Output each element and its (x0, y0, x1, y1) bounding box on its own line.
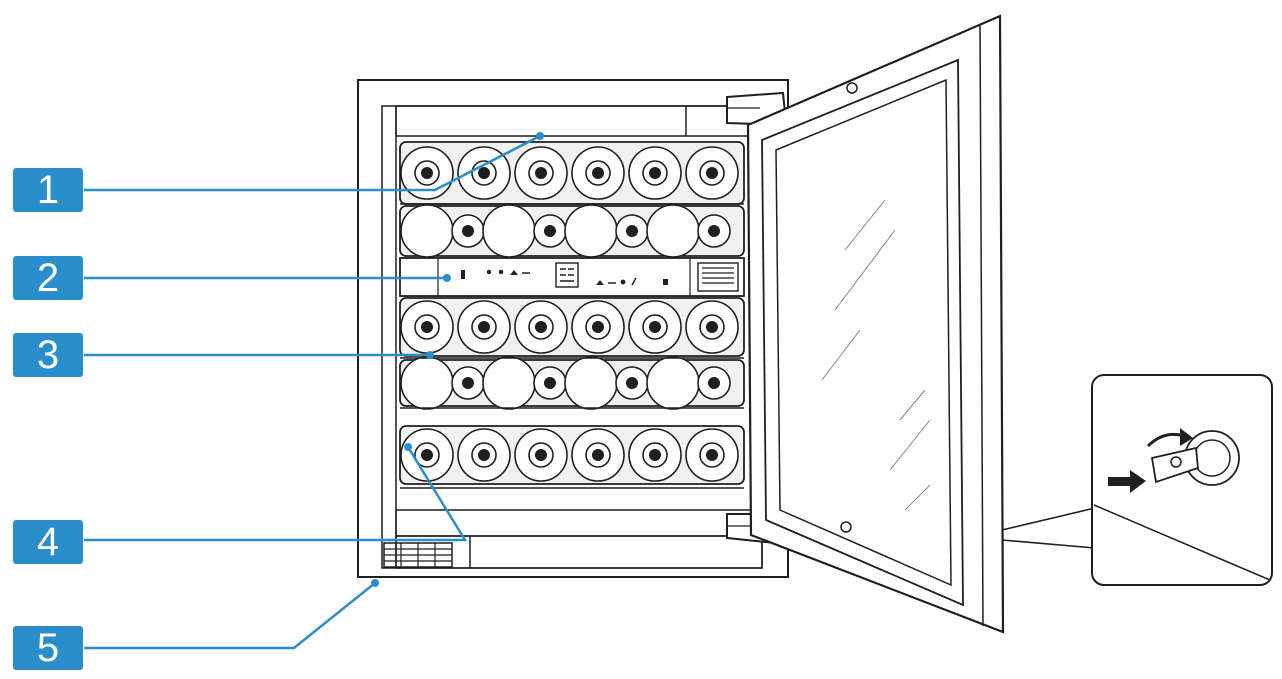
glass-pane (775, 78, 952, 587)
shelf-4 (399, 356, 745, 410)
indicator-dot-icon (620, 279, 626, 285)
inset-connector (1001, 507, 1096, 531)
callout-2: 2 (13, 256, 83, 300)
bottle-cork (478, 321, 490, 333)
shelf-3 (399, 297, 745, 357)
up-arrow-icon (510, 270, 518, 275)
bottle-cork (535, 449, 547, 461)
door-screw (846, 82, 858, 94)
bottle-cork (708, 377, 720, 389)
glass-reflection (821, 329, 861, 381)
callout-5: 5 (13, 626, 83, 670)
door-screw (840, 521, 852, 533)
leader-line-5 (84, 582, 376, 650)
bottle-cork (544, 225, 556, 237)
bottle-cork (706, 167, 718, 179)
bottle-base (400, 204, 454, 258)
bottle-cork (708, 225, 720, 237)
open-door (746, 14, 1005, 634)
bottle-base (482, 204, 536, 258)
indicator-dot-icon (498, 269, 504, 275)
bottle-cork (535, 321, 547, 333)
leader-dot-1 (536, 132, 544, 140)
leader-dot-2 (443, 274, 451, 282)
leader-line-1 (84, 134, 541, 192)
bottle-cork (706, 449, 718, 461)
shelf-1 (399, 141, 745, 205)
door-edge (979, 23, 984, 627)
bottle-cork (478, 167, 490, 179)
door-outer (746, 14, 1005, 634)
bottle-cork (626, 377, 638, 389)
bottle-base (482, 356, 536, 410)
bottle-cork (592, 321, 604, 333)
callout-1: 1 (13, 168, 83, 212)
key-hole (1170, 456, 1182, 468)
bottle-cork (421, 167, 433, 179)
wine-racks (399, 141, 745, 489)
bottle-cork (649, 321, 661, 333)
bottle-cork (626, 225, 638, 237)
bottle-cork (462, 377, 474, 389)
inset-connector (1001, 539, 1096, 549)
glass-reflection (899, 389, 926, 421)
bottle-cork (478, 449, 490, 461)
bottle-cork (592, 167, 604, 179)
rotate-arrow-head (1180, 428, 1193, 446)
shelf-5 (399, 425, 745, 485)
bottle-cork (544, 377, 556, 389)
leader-dot-5 (371, 579, 379, 587)
up-arrow-icon (596, 280, 604, 285)
indicator-dot-icon (486, 269, 492, 275)
bottle-base (564, 356, 618, 410)
display-segments (560, 268, 574, 282)
fan-grille-icon (697, 262, 739, 292)
bottle-base (646, 356, 700, 410)
vent-grille (383, 542, 453, 568)
bottle-cork (421, 449, 433, 461)
bottle-cork (535, 167, 547, 179)
bottle-cork (649, 167, 661, 179)
door-inner-frame (761, 58, 964, 607)
push-arrow-head (1130, 470, 1146, 493)
power-button-icon (461, 270, 465, 279)
bottle-base (564, 204, 618, 258)
callout-3: 3 (13, 333, 83, 377)
bottle-cork (706, 321, 718, 333)
callout-4: 4 (13, 520, 83, 564)
bottle-cork (649, 449, 661, 461)
display-screen-icon (555, 262, 579, 288)
inset-door-edge (1093, 504, 1271, 581)
control-panel (399, 257, 745, 297)
bottle-cork (421, 321, 433, 333)
leader-line-4 (84, 446, 468, 542)
lock-detail-inset (1001, 374, 1273, 586)
push-arrow-icon (1108, 477, 1132, 486)
bottle-base (400, 356, 454, 410)
bottle-base (646, 204, 700, 258)
bottle-cork (462, 225, 474, 237)
glass-reflection (904, 484, 931, 511)
glass-reflection (834, 229, 896, 311)
glass-reflection (889, 419, 931, 471)
bottle-cork (592, 449, 604, 461)
leader-dot-3 (426, 351, 434, 359)
leader-dot-4 (404, 443, 412, 451)
shelf-2 (399, 204, 745, 258)
callout-leader-lines (84, 132, 544, 650)
glass-reflection (844, 199, 886, 251)
inset-frame (1091, 374, 1273, 586)
stop-icon (663, 279, 668, 285)
light-icon (631, 277, 637, 286)
